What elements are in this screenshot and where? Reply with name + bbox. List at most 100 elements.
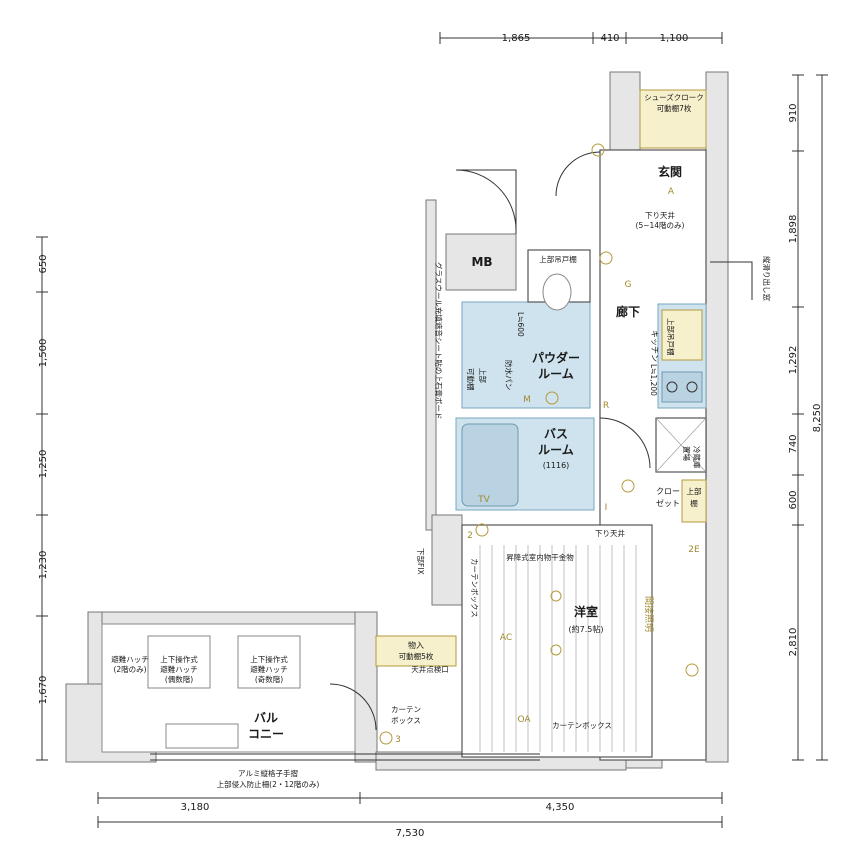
closet-1: クロー: [656, 487, 680, 496]
powder-room: [461, 301, 591, 409]
upper-cabinet-kitchen: [661, 309, 703, 361]
closet-shelf: [681, 479, 707, 523]
dim-bottom-total: 7,530: [396, 828, 425, 839]
storage-2: 可動棚5枚: [399, 651, 434, 661]
hinan2-3: (偶数階): [165, 674, 193, 684]
shoes-2: 可動棚7枚: [657, 103, 692, 113]
right-dimensions: 910 1,898 1,292 740 600 2,810 8,250: [788, 74, 828, 761]
dim-left-3: 1,250: [38, 450, 49, 479]
tesuri-1: アルミ縦格子手摺: [238, 768, 298, 778]
hinan2-1: 上下操作式: [160, 654, 198, 664]
shoes-cloak: [639, 89, 707, 149]
room-bath-1: バス: [544, 427, 568, 441]
mark-3: 3: [395, 735, 401, 745]
dim-left-1: 650: [38, 254, 49, 273]
jobu-dana-1: 上部: [687, 486, 702, 496]
stove: [661, 371, 703, 403]
dim-left-4: 1,230: [38, 551, 49, 580]
mark-2e: 2E: [688, 545, 700, 555]
mark-ac: AC: [500, 633, 512, 643]
room-roka: 廊下: [616, 304, 640, 319]
shoes-1: シューズクローク: [644, 92, 704, 102]
dim-bottom-1: 3,180: [181, 802, 210, 813]
dim-right-4: 740: [788, 434, 799, 453]
reizouko-1: 冷蔵庫: [692, 446, 702, 469]
hinan1-1: 避難ハッチ: [111, 654, 149, 664]
left-dimensions: 650 1,500 1,250 1,230 1,670: [36, 236, 49, 761]
dim-left-5: 1,670: [38, 676, 49, 705]
hatch-even: [147, 635, 211, 689]
dim-right-2: 1,898: [788, 215, 799, 244]
kabu-fx: 下部FIX: [416, 548, 426, 575]
dim-right-6: 2,810: [788, 628, 799, 657]
sagari-room: 下り天井: [595, 528, 625, 538]
hinan3-1: 上下操作式: [250, 654, 288, 664]
jobu-dana-2: 棚: [690, 498, 698, 508]
jobu-kado-1: 上部: [478, 368, 488, 383]
mark-i: I: [605, 503, 608, 513]
bottom-dimensions: 3,180 4,350 7,530: [97, 792, 723, 839]
room-balcony-1: バル: [254, 711, 278, 725]
dim-bottom-2: 4,350: [546, 802, 575, 813]
mark-r: R: [603, 401, 609, 411]
jobu-tsuri: 上部吊戸棚: [539, 254, 577, 264]
mark-a: A: [668, 187, 675, 197]
l600: L≒600: [516, 312, 525, 337]
room-mb: MB: [471, 255, 492, 269]
hinan1-2: (2階のみ): [113, 664, 146, 674]
mark-2: 2: [467, 531, 473, 541]
hinan3-2: 避難ハッチ: [250, 664, 288, 674]
tenjo-ten: 天井点検口: [411, 664, 449, 674]
light-fixtures: [379, 143, 699, 745]
mark-tv: TV: [477, 495, 490, 505]
mb-shaft: [445, 233, 517, 291]
jobu-tsuri-k: 上部吊戸棚: [666, 318, 676, 356]
room-kitchen: キッチン: [650, 330, 659, 362]
kansetsu: 間接照明: [643, 596, 655, 632]
room-genkan: 玄関: [658, 164, 682, 179]
room-balcony-2: コニー: [248, 727, 284, 741]
dim-top-1: 1,865: [502, 33, 531, 44]
top-dimensions: 1,865 410 1,100: [439, 32, 723, 44]
room-powder-1: パウダー: [532, 350, 580, 365]
dim-right-3: 1,292: [788, 346, 799, 375]
room-yoshitsu-1: 洋室: [574, 604, 598, 619]
curtain-v: カーテンボックス: [470, 558, 479, 618]
mark-g: G: [625, 280, 632, 290]
tate-suberi: 縦滑り出し窓: [762, 256, 772, 301]
dim-right-5: 600: [788, 490, 799, 509]
door-swings: [329, 151, 753, 731]
hoshi: 昇降式室内物干金物: [506, 552, 574, 562]
floor-pattern: [479, 545, 637, 752]
grasswool: グラスウール充填遮音シート貼の上石膏ボード: [434, 262, 444, 419]
dim-right-total: 8,250: [812, 404, 823, 433]
room-powder-2: ルーム: [538, 367, 574, 381]
curtain-v2-2: ボックス: [391, 716, 421, 725]
dim-top-2: 410: [600, 33, 619, 44]
ac-outdoor-unit: [165, 723, 239, 749]
sagari-genkan-1: 下り天井: [645, 210, 675, 220]
tesuri-2: 上部侵入防止柵(2・12階のみ): [217, 779, 320, 789]
room-yoshitsu-2: (約7.5帖): [569, 624, 604, 634]
l1200: L≒1,200: [649, 364, 658, 396]
hatch-odd: [237, 635, 301, 689]
storage-1: 物入: [408, 640, 424, 650]
sagari-genkan-2: (5~14階のみ): [636, 220, 685, 230]
room-bath-3: (1116): [543, 461, 570, 470]
bousui: 防水パン: [504, 360, 514, 390]
room-bath-2: ルーム: [538, 443, 574, 457]
rooms-layer: [101, 89, 707, 761]
bathtub: [461, 423, 519, 507]
hinan2-2: 避難ハッチ: [160, 664, 198, 674]
dim-left-2: 1,500: [38, 339, 49, 368]
mark-m: M: [523, 395, 531, 405]
labels: MB 玄関 廊下 パウダー ルーム バス ルーム (1116) 洋室 (約7.5…: [111, 92, 772, 789]
jobu-kado-2: 可動棚: [466, 368, 476, 391]
reizouko-2: 置場: [682, 446, 692, 461]
hinan3-3: (奇数階): [255, 674, 283, 684]
curtain-h: カーテンボックス: [552, 721, 612, 730]
storage-room: [375, 635, 457, 667]
curtain-v2-1: カーテン: [391, 705, 421, 714]
dim-top-3: 1,100: [660, 33, 689, 44]
